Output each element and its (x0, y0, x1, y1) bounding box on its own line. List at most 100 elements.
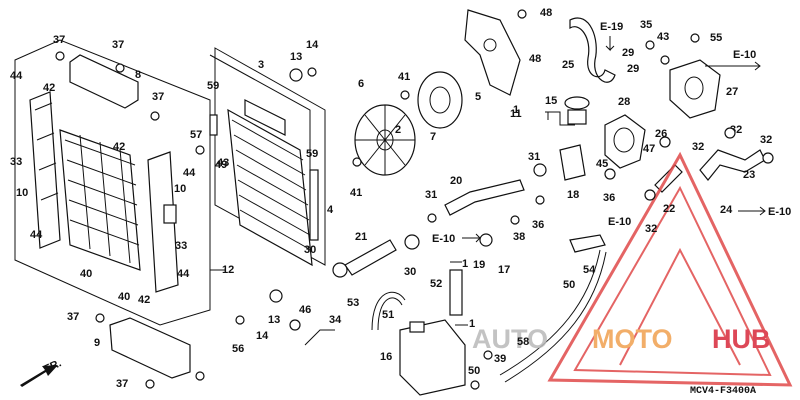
watermark-logo-triangle (547, 151, 793, 387)
callout-6: 6 (358, 78, 364, 90)
callout-23: 23 (743, 169, 755, 181)
callout-37d: 37 (67, 311, 79, 323)
fasteners (55, 9, 774, 390)
callout-43b: 43 (657, 31, 669, 43)
callout-42a: 42 (43, 82, 55, 94)
callout-17: 17 (498, 264, 510, 276)
callout-7: 7 (430, 131, 436, 143)
callout-25: 25 (562, 59, 574, 71)
ref-e10-top: E-10 (733, 49, 756, 61)
callout-43a: 43 (217, 157, 229, 169)
callout-3: 3 (258, 59, 264, 71)
left-shroud-panel (29, 91, 61, 249)
callout-14b: 14 (256, 330, 269, 342)
callout-41b: 41 (350, 187, 362, 199)
hose-reservoir (499, 249, 607, 383)
callout-19: 19 (473, 259, 485, 271)
callout-8: 8 (135, 69, 141, 81)
callout-12: 12 (222, 264, 234, 276)
callout-11: 11 (510, 108, 522, 120)
callout-46: 46 (299, 304, 311, 316)
callout-32c: 32 (645, 223, 657, 235)
front-label: FR. (42, 357, 63, 375)
callout-44a: 44 (10, 70, 23, 82)
hose-54 (569, 234, 606, 253)
hose-23 (699, 149, 766, 181)
callout-53: 53 (347, 297, 359, 309)
callout-39: 39 (494, 353, 506, 365)
callout-32d: 32 (760, 134, 772, 146)
callout-47: 47 (643, 143, 655, 155)
callout-31a: 31 (425, 189, 437, 201)
hose-21 (344, 239, 397, 276)
callout-1b: 1 (469, 318, 475, 330)
top-cover (69, 54, 139, 109)
watermark: AUTO MOTO HUB (472, 151, 793, 387)
callout-10a: 10 (16, 187, 28, 199)
callout-52: 52 (430, 278, 442, 290)
callout-1a: 1 (462, 258, 468, 270)
callout-49: 49 (215, 159, 227, 171)
thermostat-housing (669, 59, 721, 119)
callout-9: 9 (94, 337, 100, 349)
callout-15: 15 (545, 95, 557, 107)
callout-36b: 36 (603, 192, 615, 204)
callout-37a: 37 (53, 34, 65, 46)
callout-1c: 1 (513, 104, 519, 116)
reference-labels: E-19 E-10 E-10 E-10 E-10 (432, 21, 791, 245)
callout-45: 45 (596, 158, 608, 170)
bottom-cover (109, 317, 191, 379)
callout-30b: 30 (404, 266, 416, 278)
hose-20 (444, 179, 525, 216)
water-pump-housing (604, 114, 646, 169)
callout-5: 5 (475, 91, 481, 103)
callout-18: 18 (567, 189, 579, 201)
leader-lines (209, 54, 575, 346)
callout-48a: 48 (540, 7, 552, 19)
callout-41a: 41 (398, 71, 410, 83)
callout-31b: 31 (528, 151, 540, 163)
callout-22: 22 (663, 203, 675, 215)
callout-13b: 13 (268, 314, 280, 326)
reserve-tank (399, 319, 466, 396)
ref-e10-right: E-10 (768, 206, 791, 218)
callout-20: 20 (450, 175, 462, 187)
right-shroud-panel (147, 151, 179, 293)
watermark-text-moto: MOTO (592, 324, 673, 354)
callout-28: 28 (618, 96, 630, 108)
callout-4: 4 (327, 204, 334, 216)
diagram-code: MCV4-F3400A (690, 386, 756, 397)
callout-59a: 59 (207, 80, 219, 92)
hose-upper (569, 17, 616, 83)
callout-44b: 44 (30, 229, 43, 241)
callout-numbers: 1 1 1 2 3 4 5 6 7 8 9 10 10 11 12 13 13 … (10, 7, 772, 390)
callout-44d: 44 (177, 268, 190, 280)
callout-57: 57 (190, 129, 202, 141)
callout-48b: 48 (529, 53, 541, 65)
callout-42b: 42 (113, 141, 125, 153)
callout-30a: 30 (304, 244, 316, 256)
radiator-cap (564, 96, 590, 125)
callout-35: 35 (640, 19, 652, 31)
callout-33a: 33 (10, 156, 22, 168)
callout-51: 51 (382, 309, 394, 321)
callout-50a: 50 (563, 279, 575, 291)
callout-33b: 33 (175, 240, 187, 252)
callout-10b: 10 (174, 183, 186, 195)
callout-40a: 40 (80, 268, 92, 280)
callout-50b: 50 (468, 365, 480, 377)
callout-59b: 59 (306, 148, 318, 160)
callout-55: 55 (710, 32, 722, 44)
callout-34: 34 (329, 314, 342, 326)
ref-e19: E-19 (600, 21, 623, 33)
radiator-core (209, 47, 326, 267)
callout-56: 56 (232, 343, 244, 355)
callout-14a: 14 (306, 39, 319, 51)
callout-13a: 13 (290, 51, 302, 63)
pipe-52 (449, 269, 463, 316)
fan-bracket (464, 9, 521, 96)
callout-2: 2 (395, 124, 401, 136)
callout-36a: 36 (532, 219, 544, 231)
callout-37c: 37 (152, 91, 164, 103)
callout-54: 54 (583, 264, 596, 276)
